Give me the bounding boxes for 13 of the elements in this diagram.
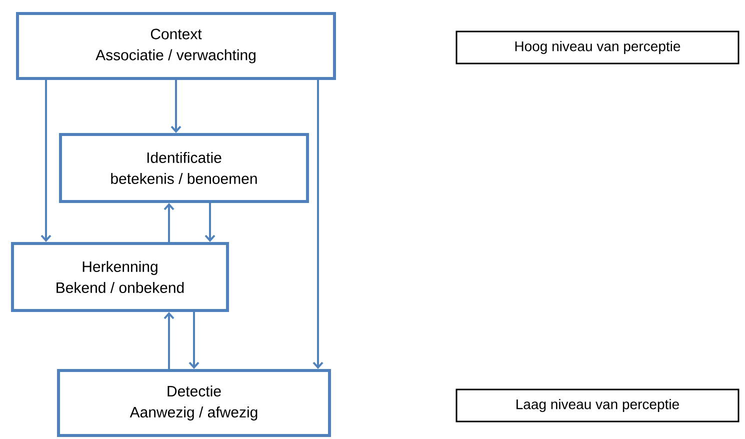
process-box: Detectie Aanwezig / afwezig	[57, 369, 331, 437]
process-box: Context Associatie / verwachting	[16, 12, 336, 80]
arrow	[40, 80, 52, 242]
arrow	[188, 312, 200, 369]
arrow	[170, 80, 182, 133]
level-box: Laag niveau van perceptie	[456, 388, 740, 422]
arrow	[312, 80, 324, 369]
level-box: Hoog niveau van perceptie	[456, 30, 740, 64]
process-box: Identificatie betekenis / benoemen	[59, 133, 309, 203]
arrow	[164, 312, 174, 369]
arrow	[164, 203, 174, 242]
arrow	[204, 203, 216, 242]
process-box: Herkenning Bekend / onbekend	[11, 242, 229, 312]
